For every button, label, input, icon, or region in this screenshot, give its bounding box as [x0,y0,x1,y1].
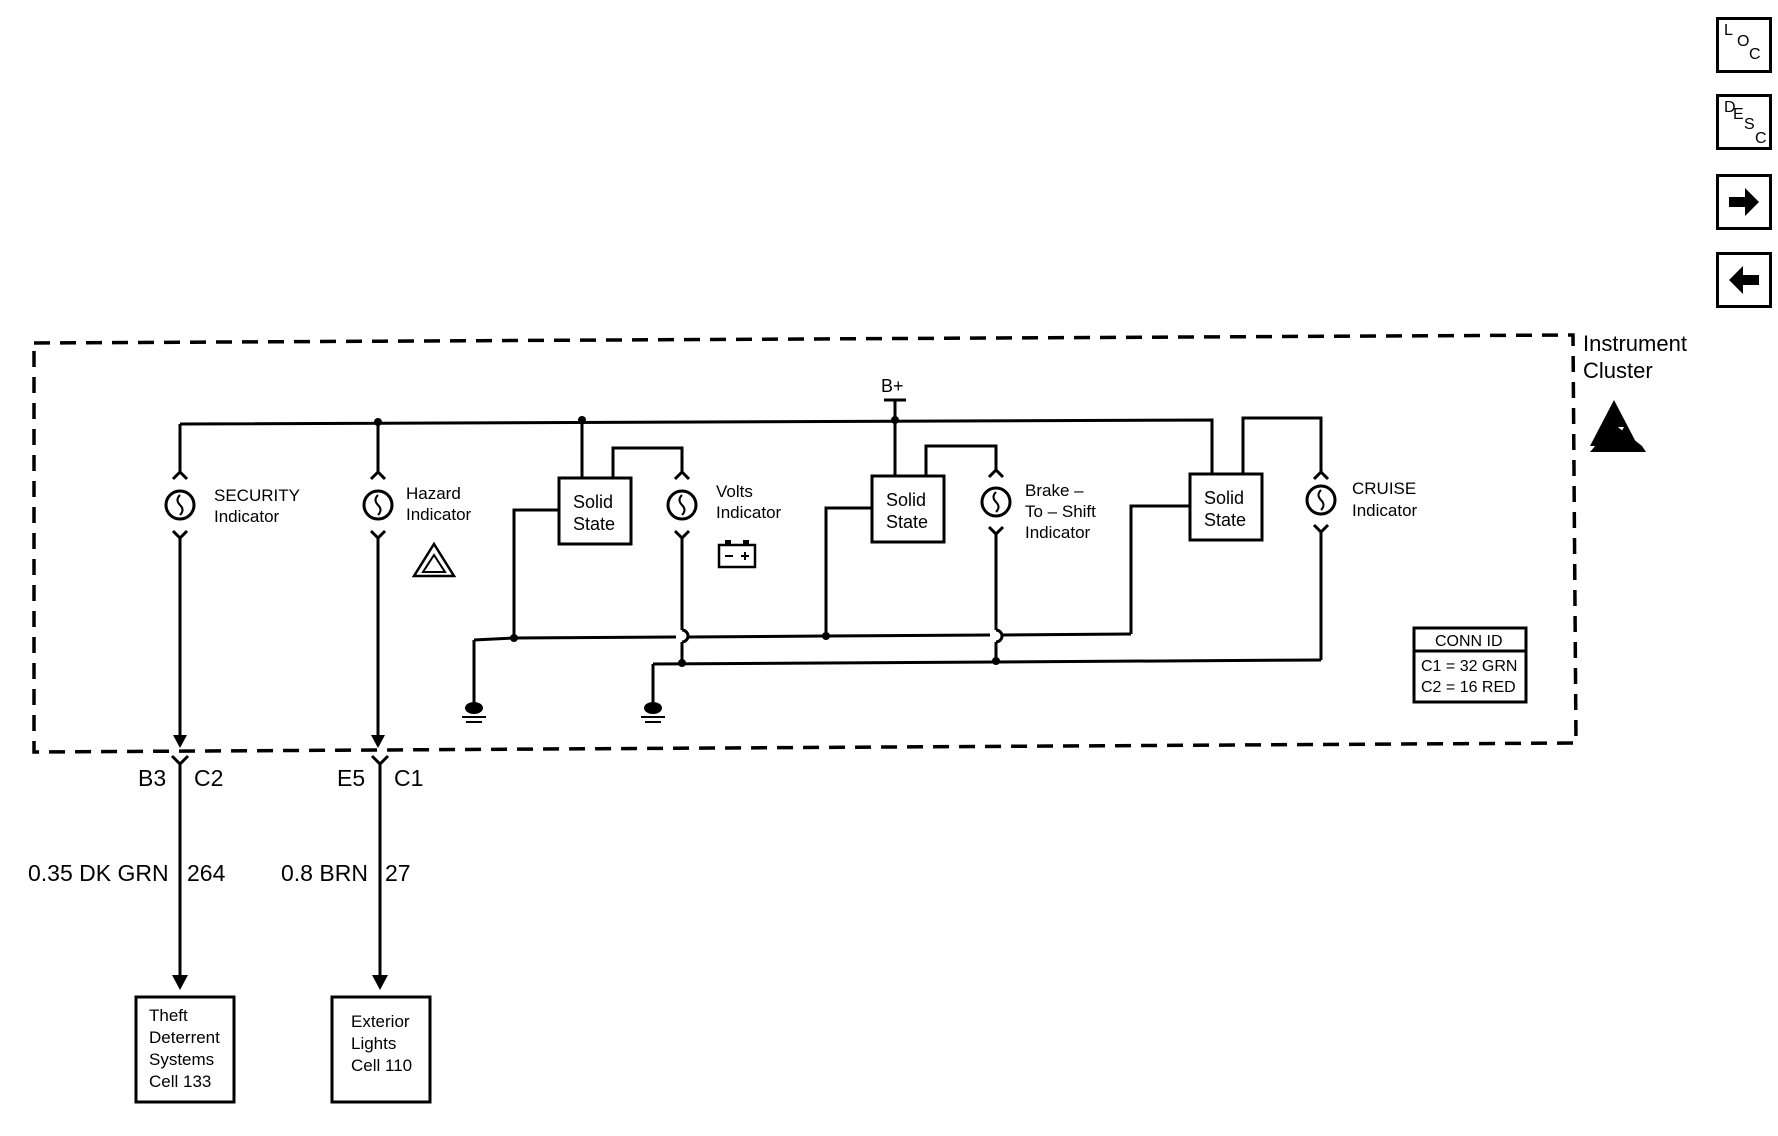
connector-right-conn: C1 [394,765,423,791]
conn-id-title: CONN ID [1435,633,1503,650]
instrument-cluster-boundary [32,333,1578,754]
loc-letter-l: L [1724,22,1733,39]
desc-button[interactable]: D E S C [1716,94,1772,150]
desc-letter-d: D [1724,99,1736,116]
desc-letter-e: E [1733,106,1744,123]
solid-state-3-label-2: State [1204,510,1246,530]
wire-right-spec: 0.8 BRN [281,860,368,886]
esd-warning-icon [1590,400,1646,452]
loc-letter-o: O [1737,33,1750,50]
exterior-box-line-1: Exterior [351,1012,410,1031]
brake-to-shift-indicator-lamp [980,467,1012,660]
exterior-box-line-2: Lights [351,1034,396,1053]
hazard-indicator-label-1: Hazard [406,484,461,503]
wire-left-spec: 0.35 DK GRN [28,860,169,886]
solid-state-module-1 [557,476,633,546]
loc-button[interactable]: L O C [1716,17,1772,73]
conn-id-row-2: C2 = 16 RED [1421,679,1516,696]
solid-state-3-label-1: Solid [1204,488,1244,508]
ground-bus-2 [651,657,1322,702]
forward-button[interactable] [1716,174,1772,230]
ground-icon-1 [462,702,486,723]
security-indicator-label-2: Indicator [214,507,280,526]
connector-c1-e5 [370,754,390,990]
connector-left-pin: B3 [138,765,166,791]
ground-icon-2 [641,702,665,723]
connector-c2-b3 [170,754,190,990]
solid-state-2-label-2: State [886,512,928,532]
exterior-box-line-3: Cell 110 [351,1056,412,1075]
conn-id-row-1: C1 = 32 GRN [1421,658,1517,675]
brake-indicator-label-2: To – Shift [1025,502,1096,521]
battery-positive-label: B+ [881,376,904,396]
security-indicator-lamp [164,424,196,748]
conn-id-table [1412,626,1528,704]
left-arrow-icon [1729,266,1759,294]
wire-left-circuit: 264 [187,860,226,886]
theft-box-line-1: Theft [149,1006,188,1025]
back-button[interactable] [1716,252,1772,308]
hazard-indicator-label-2: Indicator [406,505,472,524]
solid-state-3-ground-wire [1129,504,1190,634]
hazard-triangle-icon [411,541,457,578]
module-name-line2: Cluster [1583,358,1653,383]
cruise-indicator-lamp [1305,469,1337,660]
module-name-line1: Instrument [1583,331,1687,356]
exterior-lights-box [330,995,432,1104]
hazard-indicator-lamp [362,422,394,748]
ground-bus-1 [472,632,1132,702]
security-indicator-label-1: SECURITY [214,486,300,505]
desc-letter-c: C [1755,130,1767,147]
solid-state-1-label-2: State [573,514,615,534]
supply-bus [179,398,1323,478]
wire-right-circuit: 27 [385,860,411,886]
brake-indicator-label-1: Brake – [1025,481,1084,500]
connector-right-pin: E5 [337,765,365,791]
theft-box-line-3: Systems [149,1050,214,1069]
brake-indicator-label-3: Indicator [1025,523,1091,542]
theft-deterrent-box [134,995,236,1104]
battery-icon [717,540,757,569]
theft-box-line-4: Cell 133 [149,1072,211,1091]
connector-left-conn: C2 [194,765,223,791]
solid-state-1-label-1: Solid [573,492,613,512]
theft-box-line-2: Deterrent [149,1028,220,1047]
right-arrow-icon [1729,188,1759,216]
volts-indicator-label-2: Indicator [716,503,782,522]
volts-indicator-lamp [666,469,698,662]
cruise-indicator-label-2: Indicator [1352,501,1418,520]
loc-letter-c: C [1749,46,1761,63]
cruise-indicator-label-1: CRUISE [1352,479,1416,498]
desc-letter-s: S [1744,116,1755,133]
volts-indicator-label-1: Volts [716,482,753,501]
solid-state-2-label-1: Solid [886,490,926,510]
solid-state-2-ground-wire [824,506,872,636]
solid-state-1-ground-wire [512,508,559,638]
